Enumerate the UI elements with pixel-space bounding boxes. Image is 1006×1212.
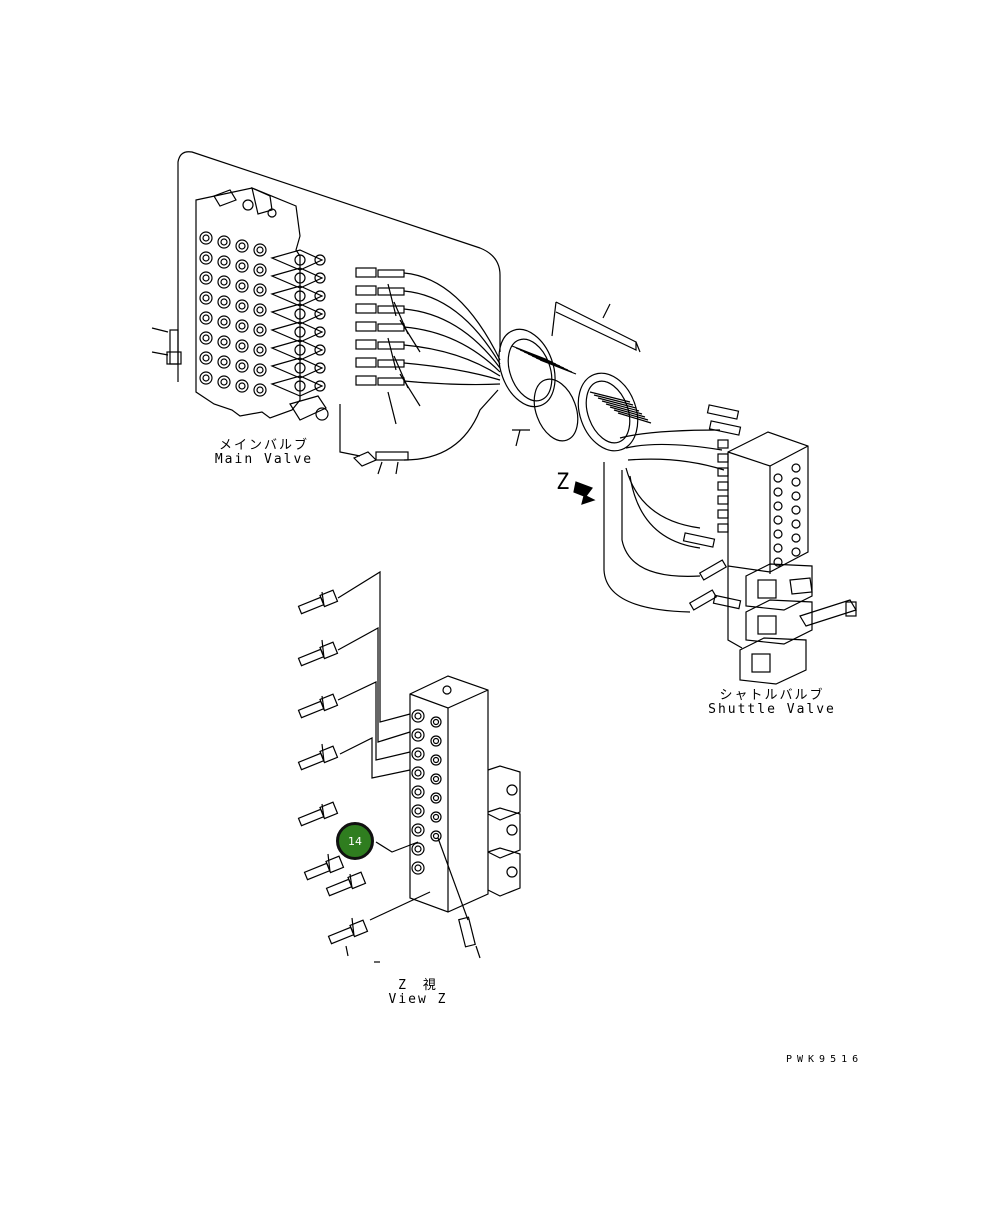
callout-number: 14 [348, 834, 362, 848]
shuttle-valve-label-jp: シャトルバルブ [719, 688, 825, 703]
main-valve-label-en: Main Valve [214, 452, 314, 467]
view-z-label-en: View Z [388, 992, 448, 1007]
main-valve-drawing [151, 151, 501, 421]
hose-protector [498, 301, 652, 452]
main-valve-label-jp: メインバルブ [218, 438, 310, 453]
hose-bundle [339, 267, 501, 475]
drawing-code: PWK9516 [786, 1054, 864, 1065]
view-z-label-jp: Z 視 [398, 978, 438, 993]
z-marker: Z [556, 470, 570, 495]
shuttle-valve-label-en: Shuttle Valve [708, 702, 836, 717]
view-z-drawing [297, 570, 521, 963]
z-arrow [573, 481, 596, 505]
shuttle-valve-drawing [603, 404, 857, 685]
callout-14[interactable]: 14 [336, 822, 374, 860]
